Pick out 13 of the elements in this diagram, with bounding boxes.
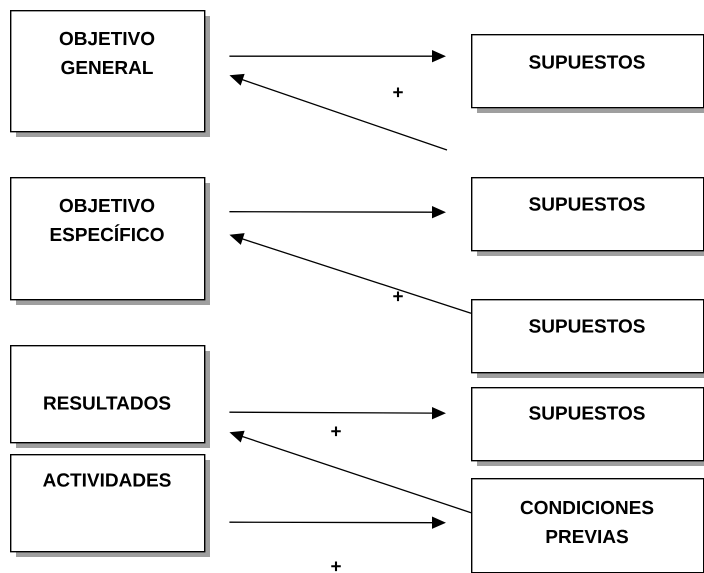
plus-sign: +: [331, 426, 341, 436]
box: RESULTADOS: [10, 345, 210, 448]
box: OBJETIVO ESPECÍFICO: [10, 177, 210, 305]
plus-sign: +: [393, 291, 403, 302]
box: SUPUESTOS: [471, 177, 704, 256]
box: SUPUESTOS: [471, 387, 704, 466]
box: CONDICIONES PREVIAS: [471, 478, 704, 573]
plus-sign: +: [331, 561, 341, 572]
box: SUPUESTOS: [471, 299, 704, 378]
box: SUPUESTOS: [471, 34, 704, 113]
box: OBJETIVO GENERAL: [10, 10, 210, 137]
box: ACTIVIDADES: [10, 454, 210, 557]
plus-sign: +: [393, 87, 403, 98]
